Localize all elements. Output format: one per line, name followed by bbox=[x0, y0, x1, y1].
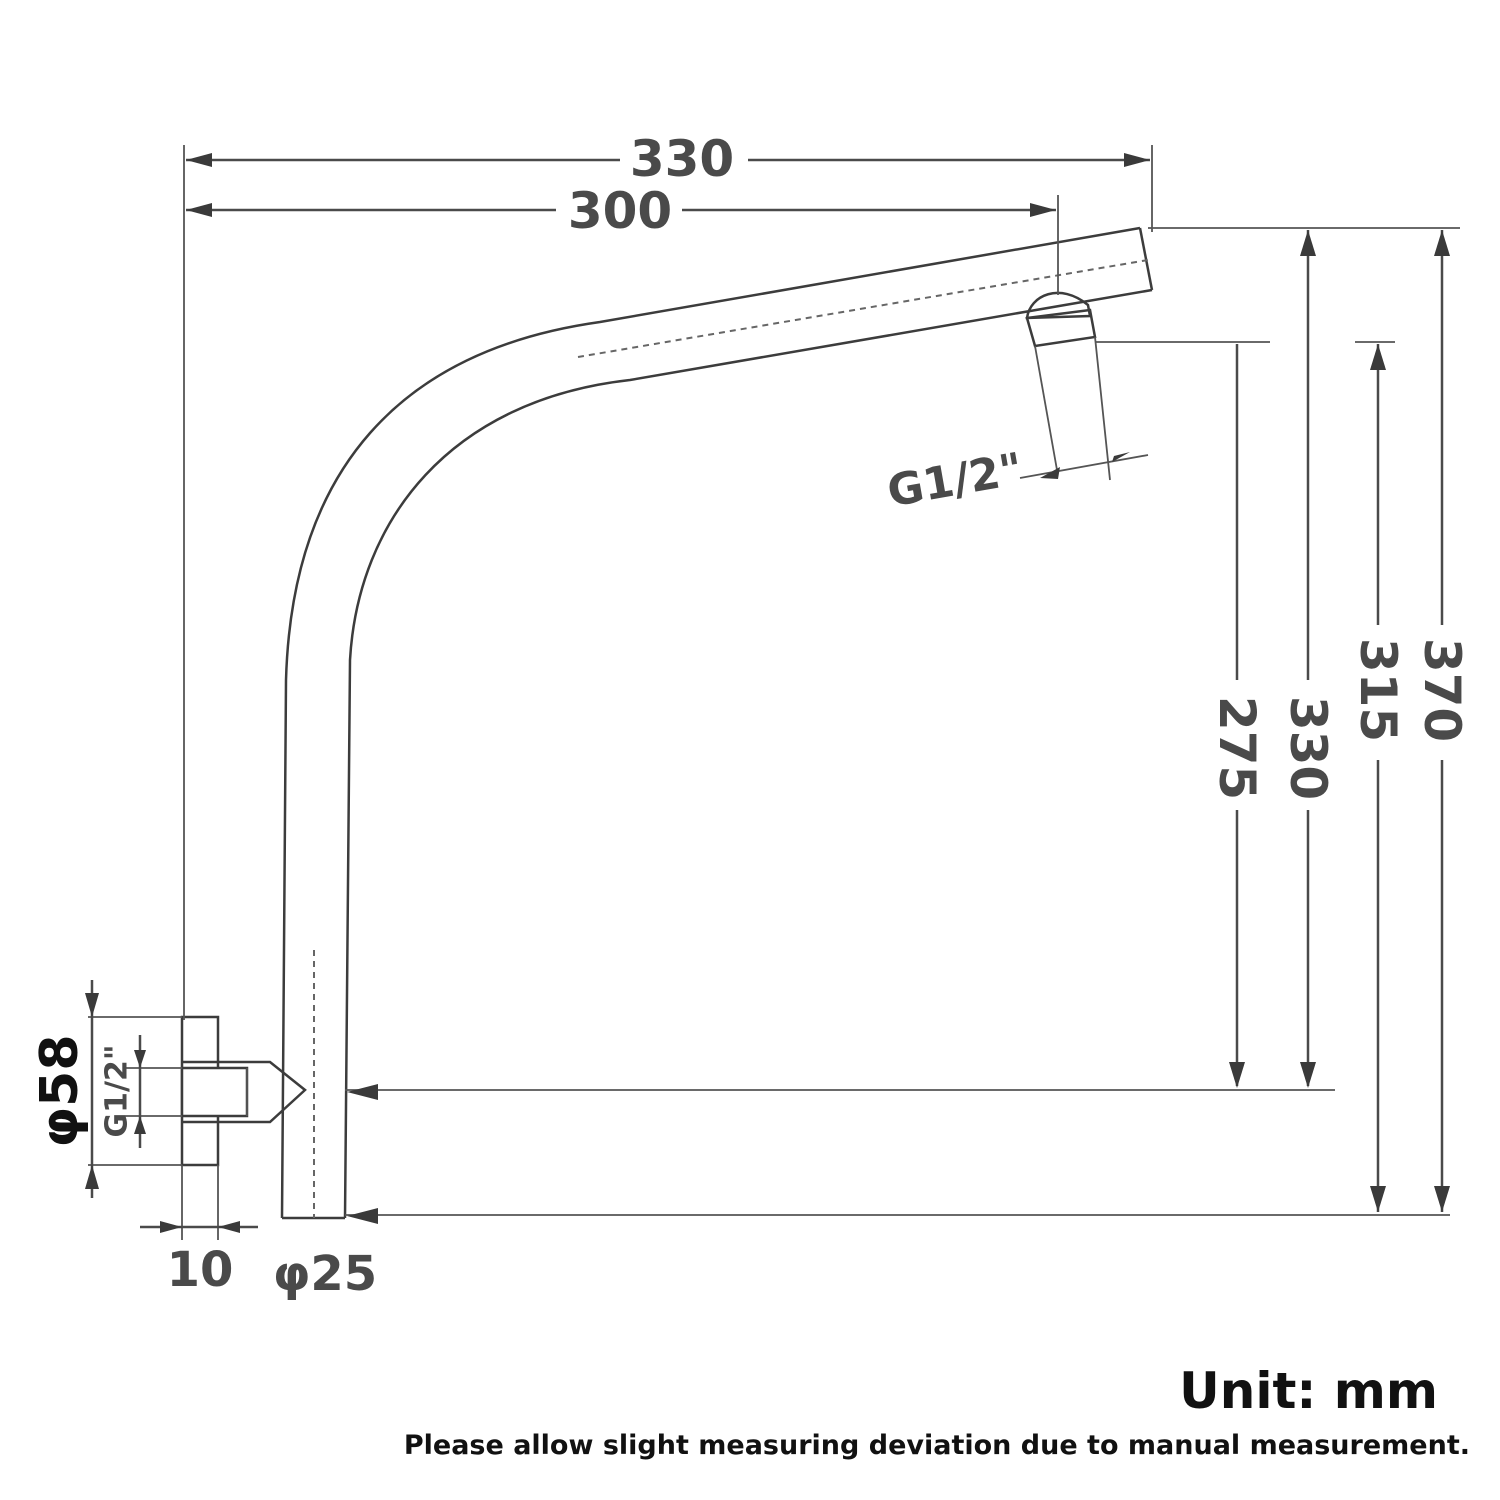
unit-label: Unit: mm bbox=[1179, 1362, 1438, 1420]
outlet-thread-label: G1/2" bbox=[884, 444, 1027, 518]
flange-thickness-label: 10 bbox=[167, 1242, 234, 1298]
dimension-flange-diameter: φ58 bbox=[30, 980, 99, 1198]
shower-arm-pipe bbox=[280, 226, 1154, 1220]
flange-diameter-label: φ58 bbox=[30, 1034, 90, 1147]
dimension-inlet-thread: G1/2" bbox=[100, 1035, 146, 1148]
dimension-flange-thickness: 10 bbox=[140, 1221, 258, 1298]
measurement-note: Please allow slight measuring deviation … bbox=[403, 1430, 1470, 1461]
wall-flange bbox=[180, 1015, 307, 1167]
dimension-330-label: 330 bbox=[630, 130, 734, 188]
dimension-275: 275 bbox=[1208, 344, 1266, 1088]
pipe-diameter-label: φ25 bbox=[273, 1246, 377, 1302]
inlet-thread-label: G1/2" bbox=[100, 1045, 135, 1138]
dimension-370: 370 bbox=[1413, 230, 1471, 1212]
dimension-315-label: 315 bbox=[1349, 638, 1407, 742]
reference-arrows bbox=[347, 1084, 378, 1224]
dimension-330-drop: 330 bbox=[1279, 230, 1337, 1088]
dimension-370-label: 370 bbox=[1413, 638, 1471, 742]
extension-lines bbox=[88, 145, 1460, 1240]
dimension-330-width: 330 bbox=[186, 130, 1150, 188]
dimension-300-reach: 300 bbox=[186, 182, 1056, 240]
dimension-300-label: 300 bbox=[568, 182, 672, 240]
dimension-315: 315 bbox=[1349, 344, 1407, 1212]
dimension-330-drop-label: 330 bbox=[1279, 696, 1337, 800]
outlet-fitting bbox=[1019, 291, 1149, 481]
dimension-275-label: 275 bbox=[1208, 696, 1266, 800]
